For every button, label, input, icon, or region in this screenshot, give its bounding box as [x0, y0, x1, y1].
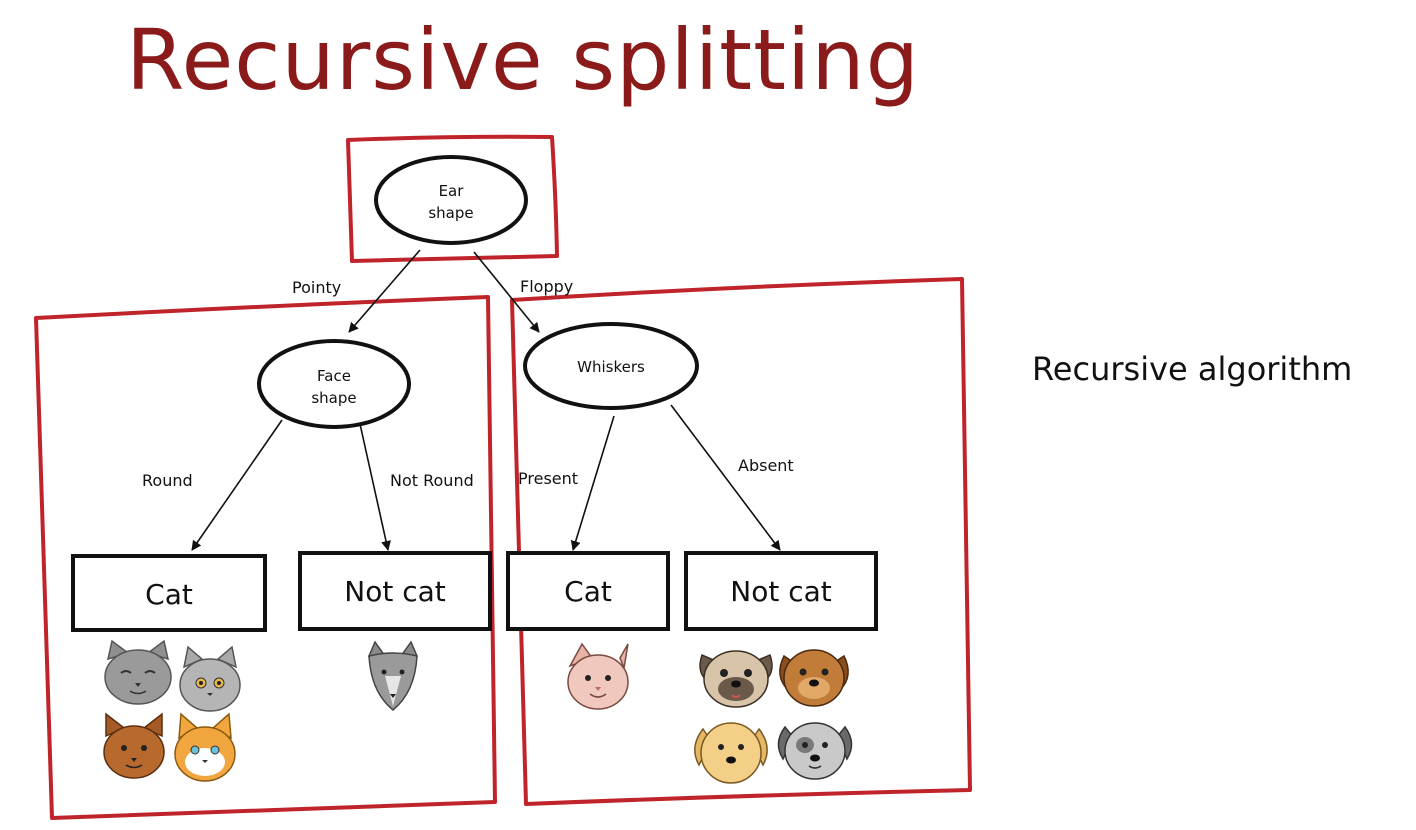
leaf-cat-left: Cat	[71, 554, 267, 632]
face-shape-label-line1: Face	[317, 367, 351, 385]
root-node: Ear shape	[374, 155, 528, 245]
edge-label-present: Present	[518, 469, 578, 488]
gray-dog-icon	[777, 722, 853, 780]
right-subtree-highlight-box	[510, 277, 972, 806]
edge-label-not-round: Not Round	[390, 471, 474, 490]
leaf-cat-left-label: Cat	[145, 578, 193, 611]
left-subtree-highlight-box	[34, 295, 497, 820]
leaf-not-cat-left: Not cat	[298, 551, 492, 631]
whiskers-node: Whiskers	[523, 322, 699, 410]
leaf-not-cat-right: Not cat	[684, 551, 878, 631]
slide-title: Recursive splitting	[126, 11, 920, 109]
pink-cat-icon	[567, 642, 629, 710]
gray-cat-icon	[367, 640, 419, 711]
face-shape-node: Face shape	[257, 339, 411, 429]
leaf-cat-right-label: Cat	[564, 575, 612, 608]
edge-label-absent: Absent	[738, 456, 794, 475]
edge-absent	[670, 404, 781, 551]
brown-dog-icon	[779, 649, 849, 707]
edge-floppy	[473, 251, 540, 333]
edge-label-floppy: Floppy	[520, 277, 573, 296]
edge-label-pointy: Pointy	[292, 278, 341, 297]
root-node-label-line1: Ear	[439, 182, 465, 200]
leaf-not-cat-right-label: Not cat	[730, 575, 832, 608]
leaf-not-cat-left-label: Not cat	[344, 575, 446, 608]
root-node-label-line2: shape	[428, 204, 473, 222]
face-shape-label-line2: shape	[311, 389, 356, 407]
brown-cat-icon	[103, 712, 165, 779]
leaf-cat-right: Cat	[506, 551, 670, 631]
edge-pointy	[348, 249, 421, 333]
whiskers-label: Whiskers	[577, 358, 645, 376]
orange-cat-icon	[174, 712, 236, 782]
side-note: Recursive algorithm	[1032, 350, 1353, 388]
root-highlight-box	[346, 134, 559, 263]
pug-dog-icon	[699, 650, 773, 708]
edge-not-round	[359, 423, 391, 551]
gray-cat-icon	[179, 645, 241, 712]
tan-dog-icon	[694, 722, 768, 784]
edge-round	[191, 419, 283, 551]
edge-present	[570, 415, 615, 551]
gray-cat-icon	[104, 639, 172, 705]
edge-label-round: Round	[142, 471, 193, 490]
